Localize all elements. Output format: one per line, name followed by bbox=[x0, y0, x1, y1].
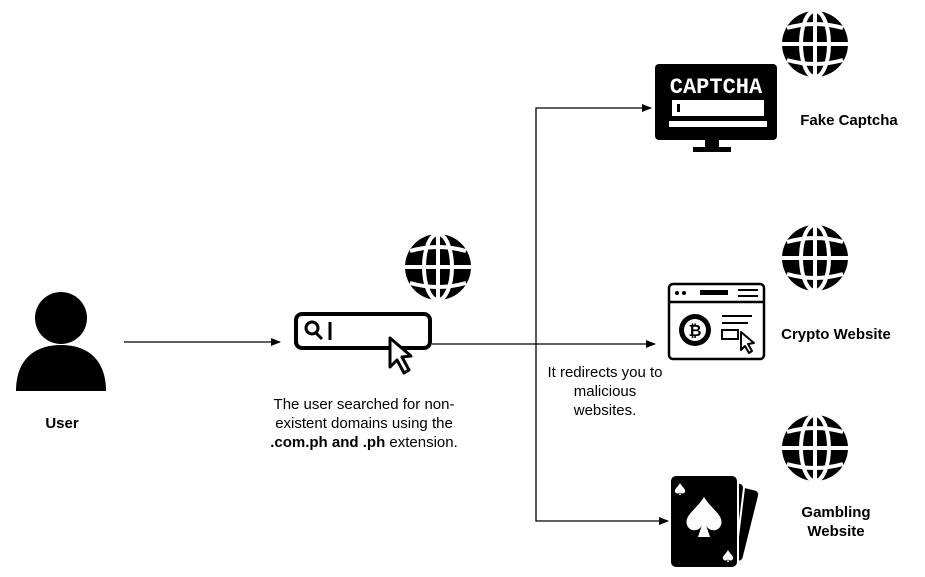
gambling-website-label: Gambling Website bbox=[790, 503, 882, 541]
user-icon bbox=[16, 292, 106, 391]
gambling-label-line1: Gambling bbox=[801, 504, 871, 521]
crypto-website-label: Crypto Website bbox=[781, 326, 891, 343]
search-description-line2: existent domains using the bbox=[275, 415, 453, 432]
cursor-icon bbox=[388, 336, 413, 375]
search-description-line3: .com.ph and .ph extension. bbox=[246, 433, 482, 452]
gambling-label-line2: Website bbox=[807, 523, 865, 540]
crypto-browser-icon: ₿ bbox=[667, 282, 766, 361]
globe-icon bbox=[780, 413, 850, 483]
search-description-line1: The user searched for non- bbox=[273, 396, 455, 413]
redirect-line1: It redirects you to bbox=[547, 364, 663, 381]
globe-icon bbox=[403, 232, 473, 302]
and-word: and bbox=[331, 434, 359, 451]
user-label: User bbox=[45, 415, 79, 432]
captcha-screen-text: CAPTCHA bbox=[670, 75, 763, 100]
search-bar-icon bbox=[294, 312, 432, 350]
ext-com-ph: .com.ph bbox=[270, 434, 328, 451]
search-description: The user searched for non- existent doma… bbox=[246, 395, 482, 452]
arrow-to-captcha bbox=[535, 104, 652, 344]
captcha-monitor-icon: CAPTCHA bbox=[655, 64, 777, 152]
globe-icon bbox=[780, 9, 850, 79]
redirect-line2: malicious bbox=[573, 383, 637, 400]
fake-captcha-label: Fake Captcha bbox=[800, 112, 898, 129]
redirect-line3: websites. bbox=[573, 402, 637, 419]
arrow-to-gambling bbox=[535, 344, 669, 525]
redirect-note: It redirects you to malicious websites. bbox=[536, 363, 674, 420]
playing-cards-icon bbox=[669, 474, 761, 569]
bitcoin-glyph: ₿ bbox=[688, 321, 701, 340]
ext-ph: .ph bbox=[362, 434, 386, 451]
globe-icon bbox=[780, 223, 850, 293]
extension-word: extension. bbox=[389, 434, 458, 451]
